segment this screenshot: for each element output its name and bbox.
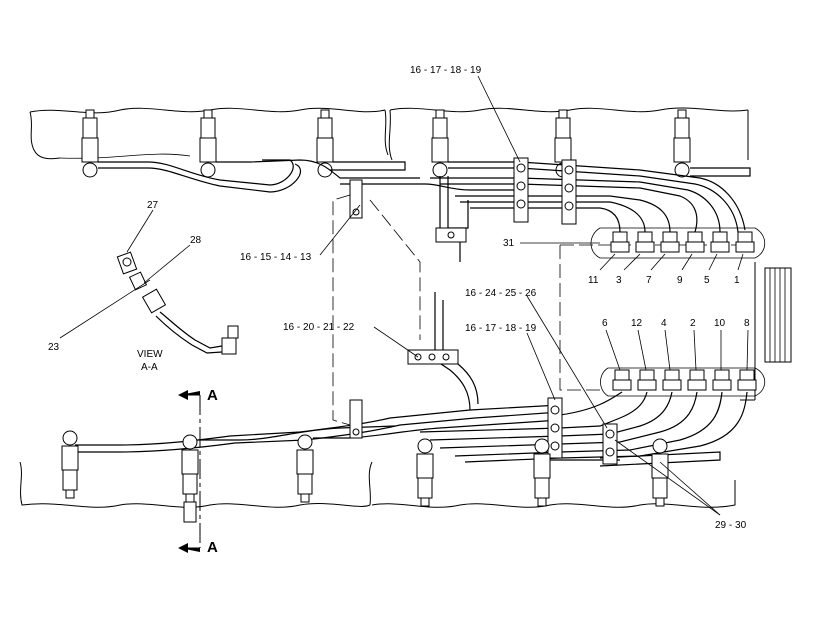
injector [81, 109, 99, 178]
fitting-number: 3 [616, 275, 622, 286]
injector [181, 434, 199, 523]
callout-labels: 16 - 17 - 18 - 19 16 - 15 - 14 - 13 16 -… [48, 65, 747, 531]
upper-fuel-tubes [98, 159, 751, 262]
upper-fitting-numbers: 11 3 7 9 5 1 [588, 275, 740, 286]
fitting-number: 1 [734, 275, 740, 286]
callout-top-clamp: 16 - 17 - 18 - 19 [410, 65, 482, 76]
fitting-number: 2 [690, 318, 696, 329]
fitting-number: 8 [744, 318, 750, 329]
callout-fitting-row: 31 [503, 238, 515, 249]
injector [416, 438, 434, 507]
callout-lower-clamp-b: 16 - 17 - 18 - 19 [465, 323, 537, 334]
callout-left-clamp: 16 - 15 - 14 - 13 [240, 252, 312, 263]
fitting-number: 11 [588, 275, 599, 286]
injector [199, 109, 217, 178]
lower-fitting-row [600, 367, 766, 397]
pump-body [740, 262, 792, 401]
injector [431, 109, 449, 178]
section-mark-bottom: A [207, 539, 218, 556]
section-mark-top: A [207, 387, 218, 404]
callout-view-part-23: 23 [48, 342, 60, 353]
upper-engine-outline [29, 107, 749, 161]
section-line-a-a [178, 390, 201, 553]
lower-engine-outline [19, 461, 736, 508]
injector [651, 438, 669, 507]
view-title: VIEW [137, 349, 163, 360]
fitting-number: 9 [677, 275, 683, 286]
fitting-number: 7 [646, 275, 652, 286]
upper-fitting-row [590, 227, 766, 259]
callout-mid-clamp: 16 - 20 - 21 - 22 [283, 322, 355, 333]
callout-view-part-27: 27 [147, 200, 159, 211]
leader-lines [59, 75, 749, 516]
callout-view-part-28: 28 [190, 235, 202, 246]
fitting-number: 10 [714, 318, 726, 329]
fitting-number: 12 [631, 318, 643, 329]
lower-clamps [349, 349, 618, 465]
fitting-number: 4 [661, 318, 667, 329]
view-section: A-A [141, 362, 158, 373]
injector [316, 109, 334, 178]
fitting-number: 6 [602, 318, 608, 329]
upper-clamps [349, 157, 577, 243]
injector [296, 434, 314, 503]
callout-lower-clamp-a: 16 - 24 - 25 - 26 [465, 288, 537, 299]
callout-lower-brackets: 29 - 30 [715, 520, 747, 531]
injector [673, 109, 691, 178]
lower-injectors [61, 430, 669, 523]
lower-fitting-numbers: 6 12 4 2 10 8 [602, 318, 750, 329]
fitting-number: 5 [704, 275, 710, 286]
upper-injectors [81, 109, 691, 178]
view-a-a-detail [116, 251, 239, 355]
injector [61, 430, 79, 499]
injector [533, 438, 551, 507]
